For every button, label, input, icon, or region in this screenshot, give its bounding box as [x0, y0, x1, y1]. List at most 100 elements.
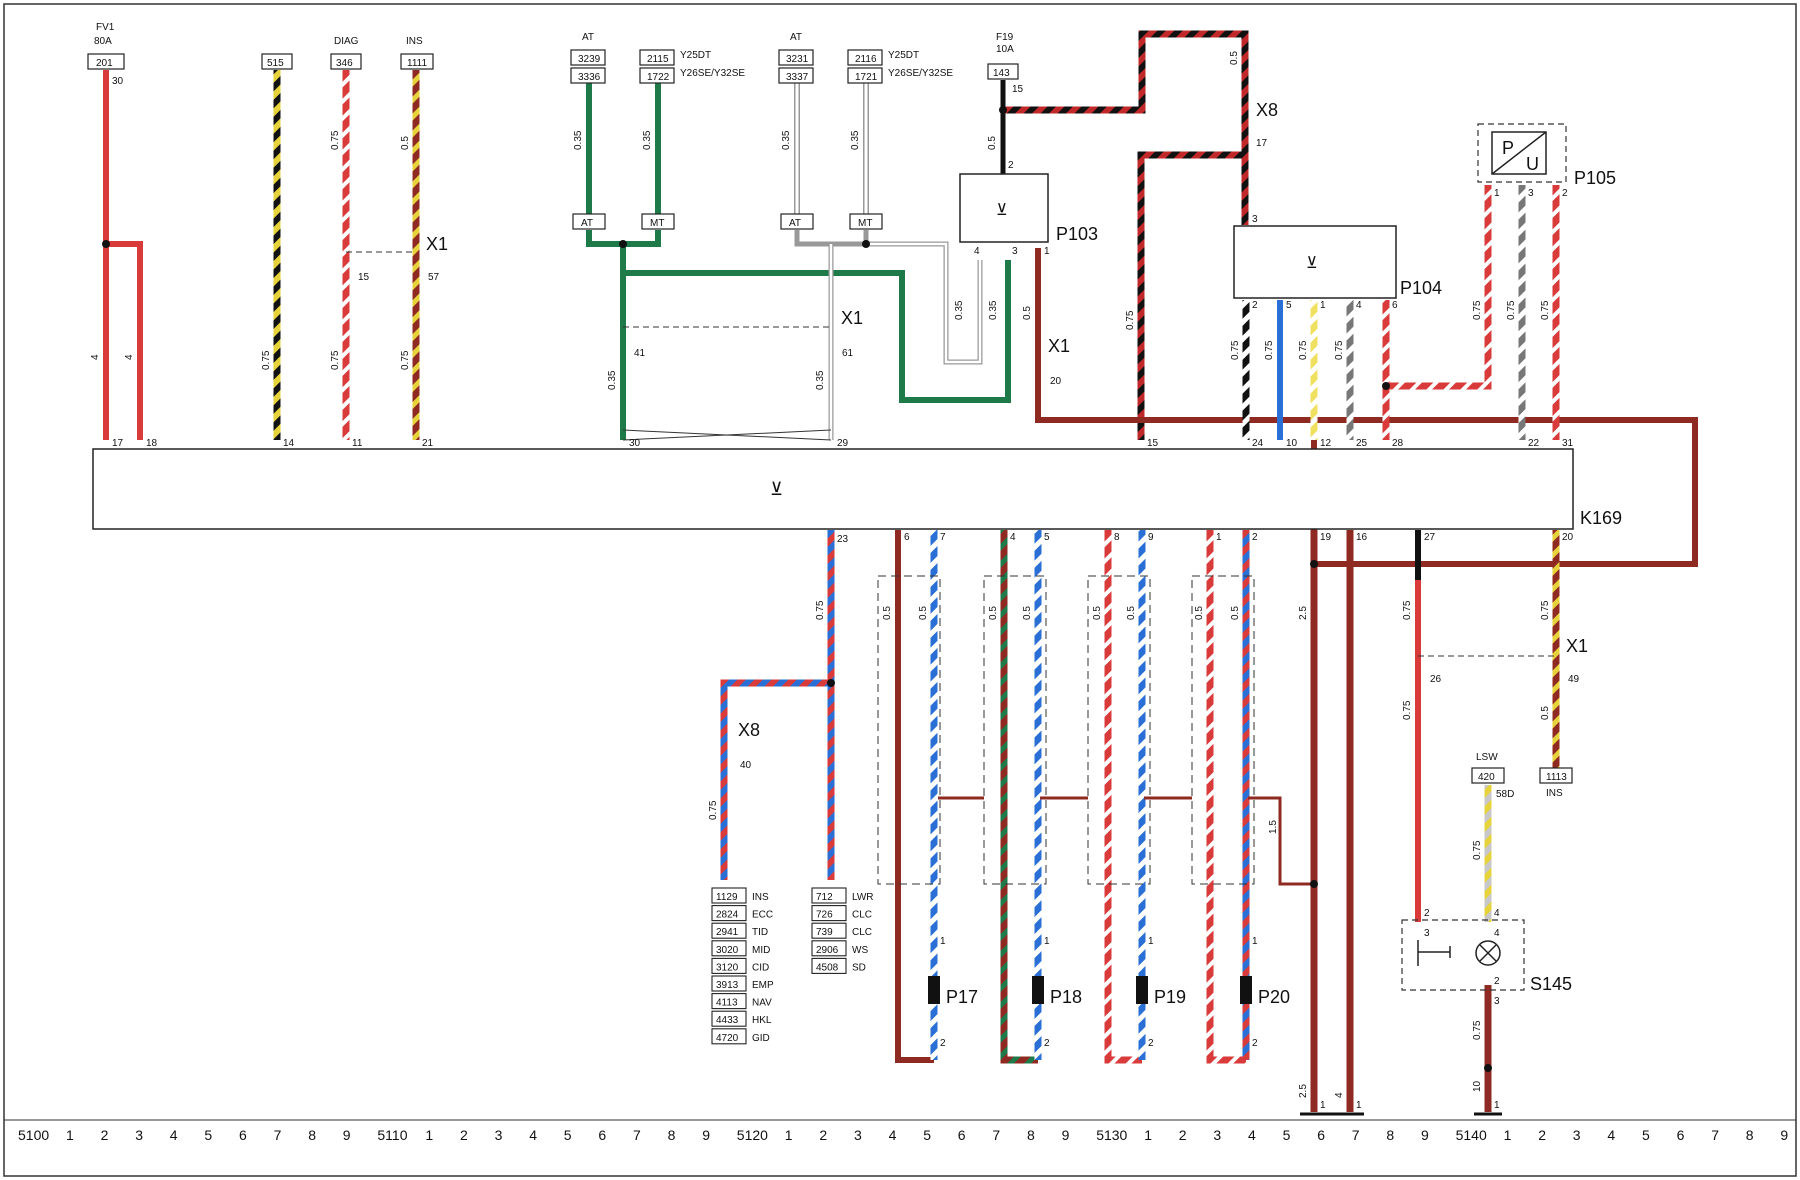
selector-label: AT: [581, 218, 593, 229]
wire-size: 0.5: [882, 606, 893, 620]
ruler-mark: 5: [564, 1127, 572, 1143]
terminal-label: 1111: [407, 58, 427, 69]
wire-white-join: [794, 230, 869, 247]
wire-size: 0.75: [1402, 600, 1413, 620]
code-box: [711, 975, 747, 992]
terminal-label: 1722: [647, 72, 670, 83]
wire-size: 0.5: [1230, 606, 1241, 620]
wire-23-x8: [720, 679, 831, 880]
p20-label: P20: [1258, 987, 1290, 1007]
terminal-label: 3231: [786, 54, 809, 65]
terminal-label: 143: [993, 68, 1010, 79]
code-label: CLC: [852, 927, 872, 938]
twist-30-29: [622, 429, 832, 441]
ruler-mark: 3: [854, 1127, 862, 1143]
ruler-mark: 8: [668, 1127, 676, 1143]
ruler-mark: 4: [889, 1127, 897, 1143]
p104-label: P104: [1400, 278, 1442, 298]
pin-number: 27: [1424, 532, 1436, 543]
pin-number: 7: [940, 532, 946, 543]
p105-frame: [1477, 123, 1567, 183]
code-label: CID: [752, 962, 769, 973]
ruler-mark: 7: [633, 1127, 641, 1143]
wire-size: 0.75: [1402, 700, 1413, 720]
terminal-box: [261, 53, 293, 70]
wire-size: 0.75: [1472, 840, 1483, 860]
wire-white-to-p103-inner: [866, 242, 982, 364]
ruler-mark: 2: [101, 1127, 109, 1143]
t58d-label: 58D: [1496, 789, 1514, 800]
ruler-mark: 7: [992, 1127, 1000, 1143]
pin-number: 4: [1356, 300, 1362, 311]
wires: [103, 30, 1698, 1112]
terminal-box: [570, 49, 606, 66]
terminal-box: [847, 49, 883, 66]
wire-size: 0.75: [815, 600, 826, 620]
ruler-mark: 1: [1144, 1127, 1152, 1143]
pin-number: 2: [1494, 976, 1500, 987]
wire-size: 0.75: [1540, 600, 1551, 620]
code-label: EMP: [752, 980, 774, 991]
lsw-label: LSW: [1476, 752, 1498, 763]
ruler-mark: 5120: [737, 1127, 768, 1143]
code-box: [711, 957, 747, 974]
shield-p18: [983, 575, 1047, 885]
p105-label: P105: [1574, 168, 1616, 188]
code-box: [811, 940, 847, 957]
pin-number: 12: [1320, 438, 1332, 449]
wire-size: 1.5: [1268, 820, 1279, 834]
code-box: [811, 957, 847, 974]
pin-number: 22: [1528, 438, 1540, 449]
code-label: GID: [752, 1033, 770, 1044]
terminal-box: [87, 53, 125, 70]
wire-size: 0.5: [988, 606, 999, 620]
wire-size: 0.75: [708, 800, 719, 820]
pin-number: 28: [1392, 438, 1404, 449]
wire-size: 0.5: [1229, 51, 1240, 65]
ruler-mark: 2: [460, 1127, 468, 1143]
top-label: 80A: [94, 36, 112, 47]
pin-number: 2: [1252, 300, 1258, 311]
code-box: [711, 940, 747, 957]
ruler-mark: 5: [204, 1127, 212, 1143]
ruler-mark: 8: [1746, 1127, 1754, 1143]
code-number: 4113: [716, 998, 738, 1009]
p105-symbol-diagonal: [1491, 131, 1547, 175]
p19-label: P19: [1154, 987, 1186, 1007]
code-label: NAV: [752, 998, 772, 1009]
code-box: [811, 887, 847, 904]
terminal-box: [1539, 767, 1573, 784]
ruler-mark: 2: [1538, 1127, 1546, 1143]
top-label: AT: [790, 32, 802, 43]
pin-number: 2: [1044, 1038, 1050, 1049]
pin-number: 20: [1562, 532, 1574, 543]
k169-symbol: ⊻: [770, 479, 783, 499]
pin-number: 31: [1562, 438, 1574, 449]
ruler-mark: 8: [1027, 1127, 1035, 1143]
p19-plug: [1136, 976, 1148, 1004]
wire-size: 0.75: [1125, 310, 1136, 330]
pin-number: 57: [428, 272, 440, 283]
code-number: 2906: [816, 945, 839, 956]
pin-number: 5: [1044, 532, 1050, 543]
code-number: 3020: [716, 945, 739, 956]
engine-label-y26-a: Y26SE/Y32SE: [680, 68, 745, 79]
p18-plug: [1032, 976, 1044, 1004]
pin-number: 2: [1424, 908, 1430, 919]
code-box: [711, 993, 747, 1010]
p17-label: P17: [946, 987, 978, 1007]
ruler-mark: 5100: [18, 1127, 49, 1143]
pin-number: 14: [283, 438, 295, 449]
ruler-mark: 6: [958, 1127, 966, 1143]
ruler-mark: 7: [1711, 1127, 1719, 1143]
selector-label: MT: [858, 218, 872, 229]
wire-size: 0.35: [607, 370, 618, 390]
shield-p20: [1191, 575, 1255, 885]
wire-p105-1: [1386, 185, 1492, 390]
wire-size: 0.75: [1506, 300, 1517, 320]
ruler-mark: 7: [274, 1127, 282, 1143]
wire-size: 0.5: [1022, 306, 1033, 320]
